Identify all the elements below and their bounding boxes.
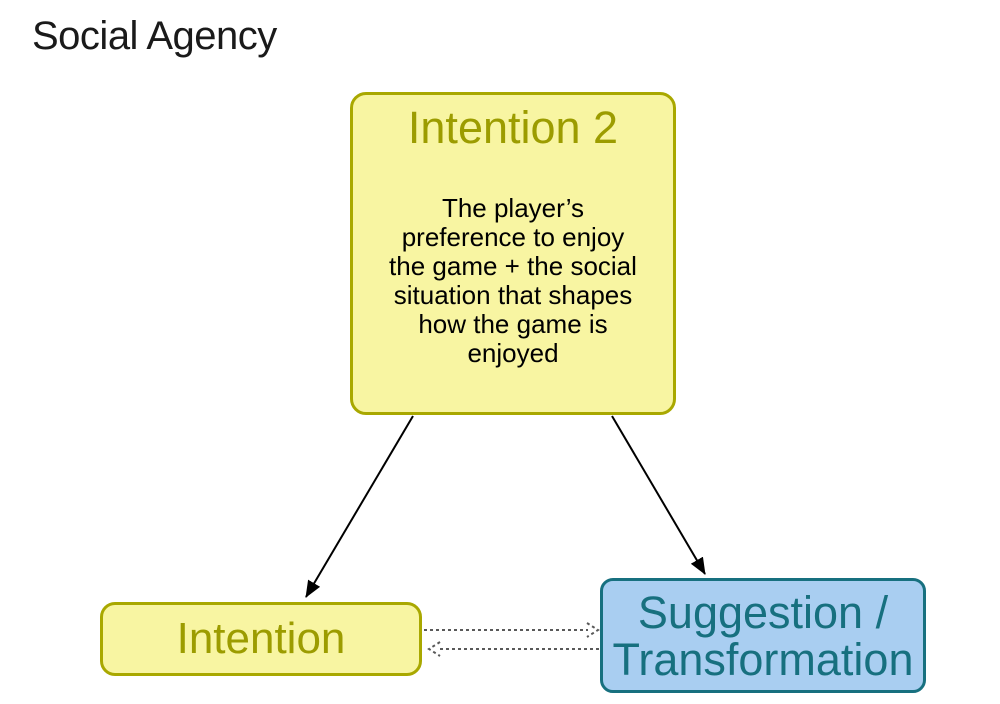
page-title: Social Agency [32,14,277,58]
node-intention2-body-line: enjoyed [467,338,559,368]
dashed-arrow-suggestion-to-intention [427,641,599,657]
node-intention2-body-line: The player’s [441,193,585,223]
node-intention2-body-line: situation that shapes [393,280,633,310]
arrow-intention2-to-suggestion [611,415,706,575]
node-intention2-body-line: preference to enjoy [401,222,625,252]
node-intention2-body: The player’s preference to enjoy the gam… [353,194,673,368]
node-suggestion-label-line1: Suggestion / [637,586,889,638]
node-intention[interactable]: Intention [100,602,422,676]
node-intention2[interactable]: Intention 2 The player’s preference to e… [350,92,676,415]
node-intention2-body-line: the game + the social [389,251,637,281]
node-suggestion-label-line2: Transformation [612,633,914,685]
node-intention-label: Intention [176,614,346,663]
node-intention2-title: Intention 2 [407,102,619,153]
node-suggestion[interactable]: Suggestion / Transformation [600,578,926,693]
node-intention2-body-line: how the game is [418,309,608,339]
arrow-intention2-to-intention [305,415,414,598]
dashed-arrow-intention-to-suggestion [424,622,600,638]
